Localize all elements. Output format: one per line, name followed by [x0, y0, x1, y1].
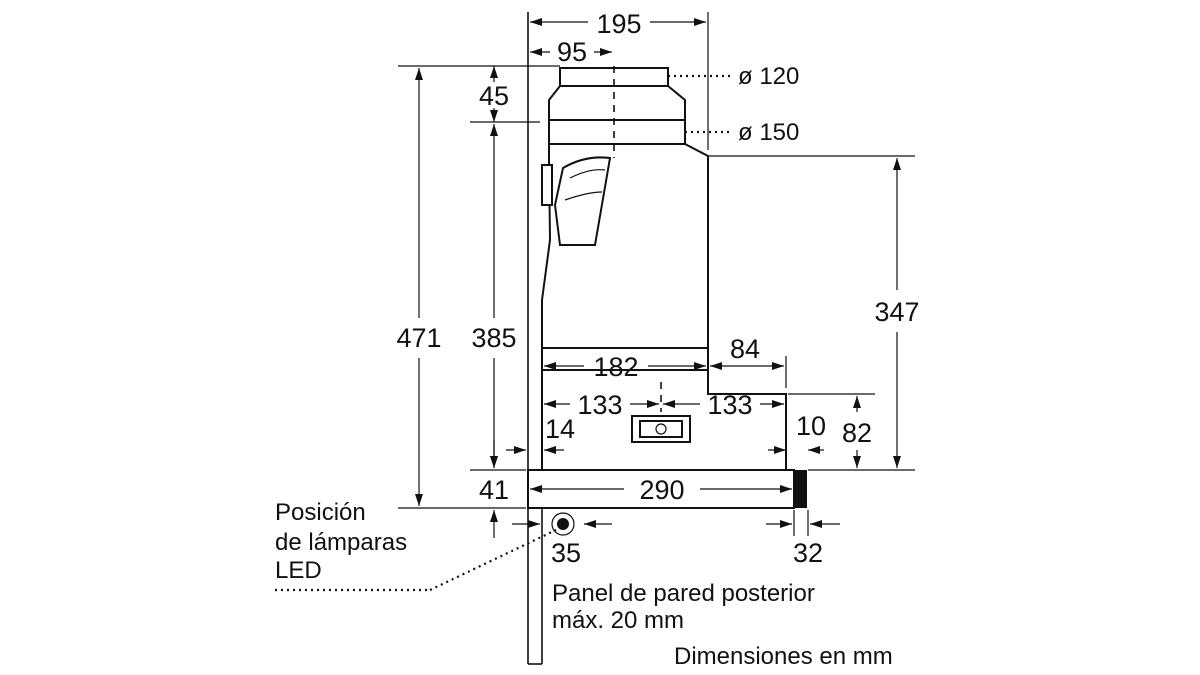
rear-wall-panel	[527, 12, 543, 665]
duct-diameter-150: ø 150	[738, 119, 799, 146]
dim-41: 41	[479, 475, 509, 505]
led-position-line2: de lámparas	[275, 529, 407, 556]
dim-82: 82	[842, 418, 872, 448]
dim-10: 10	[796, 411, 826, 441]
dim-133-right: 133	[707, 390, 752, 420]
led-position-line1: Posición	[275, 499, 366, 526]
duct-diameter-120: ø 120	[738, 63, 799, 90]
dim-385: 385	[471, 323, 516, 353]
dimension-lines	[275, 18, 901, 592]
led-lamp-position-icon	[557, 518, 569, 530]
dim-45: 45	[479, 81, 509, 111]
dim-32: 32	[793, 538, 823, 568]
dim-95: 95	[557, 37, 587, 67]
led-position-line3: LED	[275, 557, 322, 584]
rear-panel-note-line2: máx. 20 mm	[552, 607, 684, 634]
dim-347: 347	[874, 297, 919, 327]
duct-labels: ø 120 ø 150	[738, 63, 799, 146]
notes: Posición de lámparas LED Panel de pared …	[275, 499, 893, 670]
dim-84: 84	[730, 334, 760, 364]
dim-182: 182	[593, 352, 638, 382]
dim-195: 195	[596, 9, 641, 39]
dim-133-left: 133	[577, 390, 622, 420]
dim-14: 14	[545, 414, 575, 444]
extension-lines	[398, 12, 915, 536]
dim-471: 471	[396, 323, 441, 353]
dim-290: 290	[639, 475, 684, 505]
dimension-labels: 195 95 45 471 385 347 182 84 133 133 14 …	[396, 9, 919, 568]
dim-35: 35	[551, 538, 581, 568]
rear-panel-note-line1: Panel de pared posterior	[552, 580, 815, 607]
units-note: Dimensiones en mm	[674, 643, 893, 670]
